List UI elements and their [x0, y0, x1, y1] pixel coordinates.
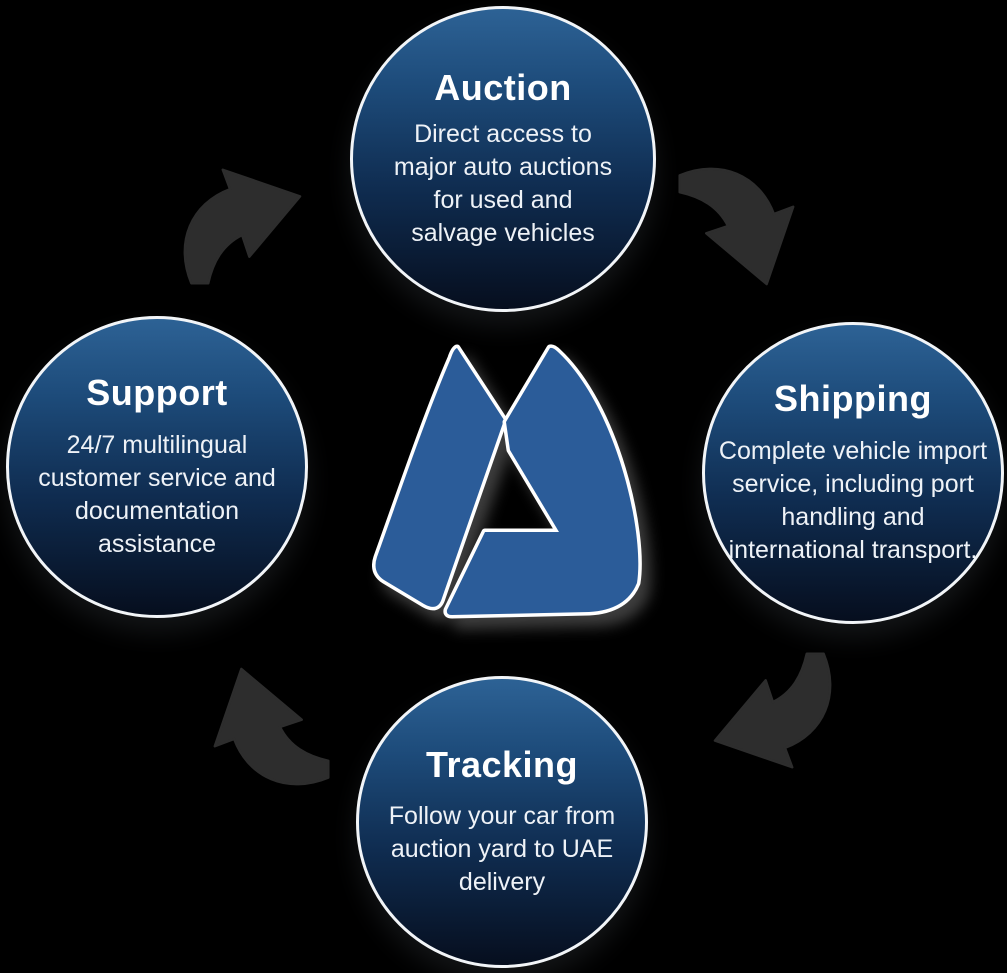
node-shipping-description: Complete vehicle import service, includi… [718, 436, 988, 564]
node-tracking: Tracking Follow your car from auction ya… [356, 676, 648, 968]
node-tracking-description: Follow your car from auction yard to UAE… [388, 802, 616, 897]
node-support: Support 24/7 multilingual customer servi… [6, 316, 308, 618]
node-shipping: Shipping Complete vehicle import service… [702, 322, 1004, 624]
node-tracking-title: Tracking [425, 743, 579, 785]
node-auction: Auction Direct access to major auto auct… [350, 6, 656, 312]
cycle-arrow-icon-tracking-to-support [193, 652, 338, 797]
cycle-arrow-icon-auction-to-shipping [670, 156, 815, 301]
node-shipping-title: Shipping [774, 378, 932, 420]
node-support-description: 24/7 multilingual customer service and d… [38, 430, 276, 558]
node-auction-title: Auction [434, 67, 572, 109]
cycle-arrow-icon-shipping-to-tracking [698, 644, 843, 789]
cycle-arrow-icon-support-to-auction [172, 148, 317, 293]
triangle-m-logo-icon [354, 336, 654, 626]
node-support-title: Support [86, 372, 228, 414]
node-auction-description: Direct access to major auto auctions for… [393, 119, 613, 247]
